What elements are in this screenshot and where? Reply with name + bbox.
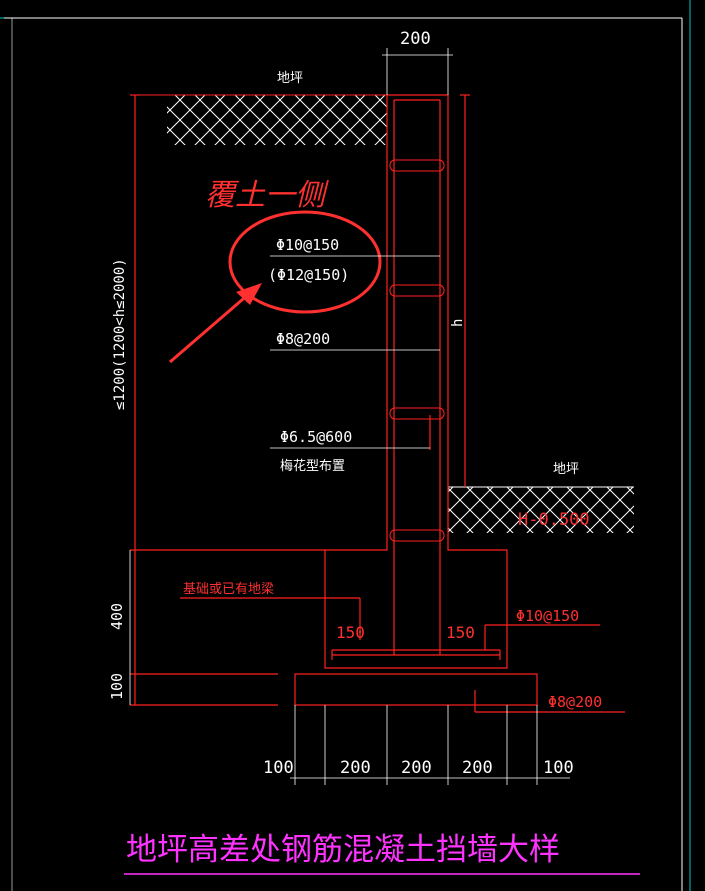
tie-layout-label: 梅花型布置 bbox=[280, 458, 345, 474]
dim-top-label: 200 bbox=[400, 29, 431, 49]
ground-hatch-left bbox=[167, 95, 387, 145]
rebar-main-label: Φ10@150 bbox=[276, 236, 339, 254]
bottom-dim-5: 100 bbox=[543, 758, 574, 778]
highlight-arrow bbox=[169, 283, 262, 364]
leader-lines bbox=[129, 48, 570, 785]
foundation-note: 基础或已有地梁 bbox=[183, 582, 274, 597]
highlight-circle bbox=[228, 210, 382, 314]
ground-top-label: 地坪 bbox=[277, 71, 303, 86]
elevation-label: H-0.500 bbox=[518, 510, 590, 530]
wall-outline bbox=[130, 94, 625, 713]
bottom-rebar-label: Φ8@200 bbox=[548, 693, 602, 711]
footing-rebar-label: Φ10@150 bbox=[516, 607, 579, 625]
soil-side-label: 覆土一侧 bbox=[205, 178, 329, 213]
bottom-dim-4: 200 bbox=[462, 758, 493, 778]
dim-100-side-label: 100 bbox=[108, 673, 126, 700]
height-range-label: ≤1200(1200<h≤2000) bbox=[112, 258, 128, 410]
ground-right-label: 地坪 bbox=[553, 462, 579, 477]
h-label: h bbox=[450, 319, 466, 327]
stirrups bbox=[389, 159, 445, 542]
rebar-main-alt-label: (Φ12@150) bbox=[268, 266, 349, 284]
bottom-dim-2: 200 bbox=[340, 758, 371, 778]
bottom-dim-1: 100 bbox=[263, 758, 294, 778]
footing-left-dim: 150 bbox=[336, 623, 365, 642]
rebar-tie-label: Φ6.5@600 bbox=[280, 428, 352, 446]
drawing-title: 地坪高差处钢筋混凝土挡墙大样 bbox=[126, 832, 560, 868]
bottom-dim-3: 200 bbox=[401, 758, 432, 778]
rebar-dist-label: Φ8@200 bbox=[276, 330, 330, 348]
footing-right-dim: 150 bbox=[446, 623, 475, 642]
dim-400-label: 400 bbox=[108, 603, 126, 630]
ground-hatch-right bbox=[448, 487, 634, 533]
